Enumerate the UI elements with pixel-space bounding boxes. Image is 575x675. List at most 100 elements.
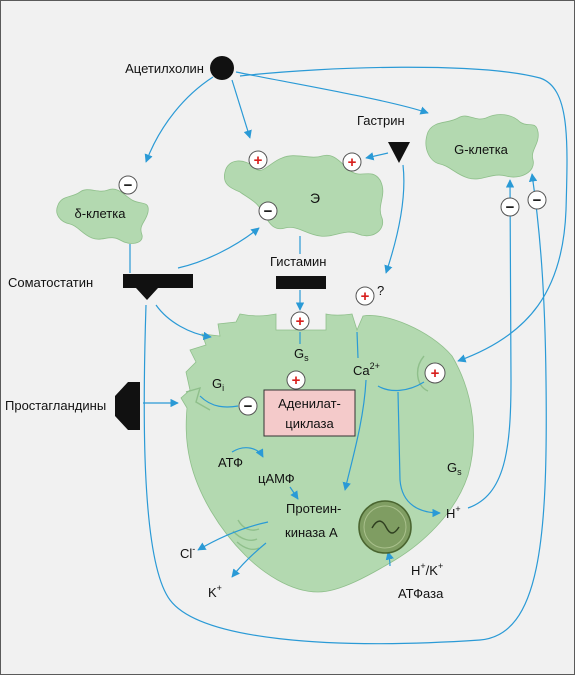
calcium-base: Ca — [353, 363, 370, 378]
g-cell-somatostatin-minus-sign: − — [527, 190, 547, 210]
proton-superscript: + — [455, 504, 460, 514]
acetylcholine-to-g-cell-arrow — [235, 71, 429, 115]
calcium-channel-line — [356, 331, 359, 359]
acetylcholine-to-ecl-cell-arrow — [231, 79, 252, 139]
hk-atpase-k: /K — [426, 563, 439, 578]
chloride-label: Cl- — [180, 544, 195, 561]
sign-circle — [248, 150, 268, 170]
sign-circle — [238, 396, 258, 416]
potassium-base: K — [208, 585, 217, 600]
hk-atpase-line1: H+/K+ — [411, 561, 443, 578]
gi-receptor-membrane — [185, 386, 211, 411]
plus-sign-text: + — [348, 154, 357, 171]
adenylate-cyclase-line2: циклаза — [285, 416, 334, 431]
gi-adenylate-cyclase-minus-sign: − — [238, 396, 258, 416]
acetylcholine-to-delta-cell-arrow — [144, 76, 214, 163]
pump-body — [358, 500, 412, 554]
gastrin-label: Гастрин — [357, 113, 405, 128]
ecl-cell-label: Э — [310, 190, 320, 206]
somatostatin-bar — [123, 274, 193, 288]
channel-strand — [236, 541, 260, 551]
protein-kinase-line2: киназа А — [285, 525, 338, 540]
camp-to-protein-kinase-arrow — [289, 486, 299, 500]
prostaglandins-label: Простагландины — [5, 398, 106, 413]
ecl-cell-gastrin-plus-sign: + — [342, 152, 362, 172]
adenylate-cyclase-box: Аденилат- циклаза — [263, 389, 356, 437]
proton-label: H+ — [446, 504, 461, 521]
histamine-bar-icon — [276, 276, 326, 289]
plus-sign-text: + — [431, 365, 440, 382]
camp-label: цАМФ — [258, 471, 295, 486]
sign-circle — [355, 286, 375, 306]
potassium-label: K+ — [208, 583, 222, 600]
calcium-superscript: 2+ — [370, 361, 380, 371]
muscarinic-to-calcium-line — [377, 381, 425, 392]
sign-circle — [290, 311, 310, 331]
minus-sign-text: − — [506, 199, 515, 216]
atp-label: АТФ — [218, 455, 243, 470]
sign-circle — [527, 190, 547, 210]
sign-circle — [342, 152, 362, 172]
protein-kinase-to-potassium-arrow — [231, 542, 267, 578]
g-cell-label: G-клетка — [454, 142, 509, 157]
hk-atpase-line2: АТФаза — [398, 586, 444, 601]
plus-sign-text: + — [296, 313, 305, 330]
gs-lower-base: G — [447, 460, 457, 475]
minus-sign-text: − — [124, 177, 133, 194]
chloride-channel-icon — [232, 519, 260, 551]
gs-upper-subscript: s — [304, 353, 309, 363]
gastrin-to-ecl-cell-arrow — [365, 152, 389, 161]
gs-to-proton-arrow — [397, 391, 441, 518]
somatostatin-to-g-cell-arrow — [143, 173, 547, 645]
somatostatin-label: Соматостатин — [8, 275, 93, 290]
calcium-label: Ca2+ — [353, 361, 380, 378]
somatostatin-to-parietal-cell-arrow — [155, 304, 212, 341]
minus-sign-text: − — [244, 398, 253, 415]
prostaglandins-receptor-icon — [115, 382, 140, 430]
uncertain-question-mark: ? — [377, 283, 384, 298]
channel-strand — [232, 530, 258, 541]
adenylate-cyclase-rect — [263, 389, 356, 437]
acetylcholine-label: Ацетилхолин — [125, 61, 204, 76]
ecl-cell-acetylcholine-plus-sign: + — [248, 150, 268, 170]
sign-circle — [258, 201, 278, 221]
minus-sign-text: − — [264, 203, 273, 220]
adenylate-cyclase-line1: Аденилат- — [278, 396, 341, 411]
chloride-superscript: - — [192, 544, 195, 554]
proton-pump-icon — [358, 500, 412, 554]
ecl-cell-somatostatin-minus-sign: − — [258, 201, 278, 221]
gs-upper-base: G — [294, 346, 304, 361]
delta-cell — [56, 188, 149, 244]
gastrin-triangle-icon — [388, 142, 410, 163]
plus-sign-text: + — [292, 372, 301, 389]
pump-ring — [363, 505, 407, 549]
hk-atpase-h-charge: + — [420, 561, 425, 571]
acid-to-g-cell-arrow — [467, 179, 515, 509]
gi-subscript: i — [222, 383, 224, 393]
plus-sign-text: + — [361, 288, 370, 305]
g-cell — [425, 114, 539, 180]
delta-cell-acetylcholine-minus-sign: − — [118, 175, 138, 195]
histamine-receptor-plus-sign: + — [290, 311, 310, 331]
sign-circle — [286, 370, 306, 390]
gs-lower-subscript: s — [457, 467, 462, 477]
gi-label: Gi — [212, 376, 224, 393]
gi-to-adenylate-cyclase-line — [199, 395, 239, 408]
protein-kinase-to-chloride-arrow — [197, 521, 269, 551]
acetylcholine-to-parietal-receptor-arrow — [239, 66, 568, 363]
pump-wave-icon — [371, 520, 400, 534]
gi-base: G — [212, 376, 222, 391]
somatostatin-to-ecl-cell-arrow — [177, 227, 260, 269]
sign-circle — [424, 362, 446, 384]
hk-atpase-h: H — [411, 563, 420, 578]
proton-base: H — [446, 506, 455, 521]
sign-circle — [118, 175, 138, 195]
atp-to-camp-arrow — [231, 447, 264, 458]
sign-circle — [500, 197, 520, 217]
plus-sign-text: + — [254, 152, 263, 169]
muscarinic-receptor-pocket — [417, 355, 429, 392]
acetylcholine-circle-icon — [210, 56, 234, 80]
gs-upper-label: Gs — [294, 346, 309, 363]
hk-atpase-k-charge: + — [438, 561, 443, 571]
